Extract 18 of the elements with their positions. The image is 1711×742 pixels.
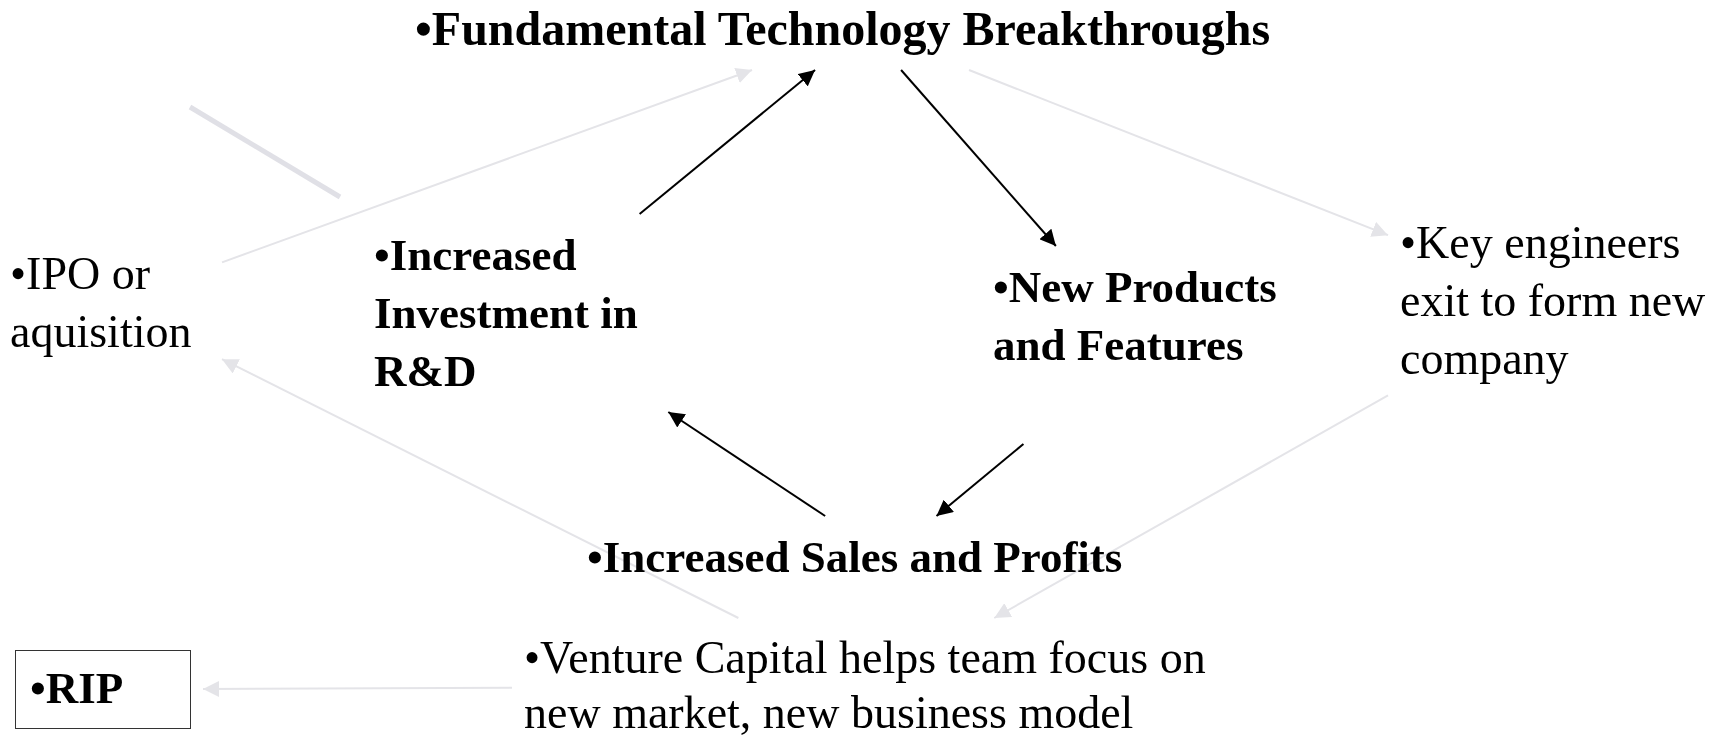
box-label: •RIP (30, 662, 125, 715)
arrow (993, 394, 1389, 619)
node-label: •Increased Sales and Profits (587, 531, 1124, 584)
rip-box (15, 650, 191, 729)
node-label: •Key engineers exit to form new company (1400, 216, 1707, 386)
arrow (667, 411, 827, 517)
arrow (221, 67, 754, 264)
arrow (221, 358, 740, 619)
node-label: •IPO or aquisition (10, 247, 193, 359)
arrow (968, 69, 1389, 237)
arrow (638, 69, 817, 215)
node-label: •Increased Investment in R&D (374, 229, 639, 398)
node-label: •Fundamental Technology Breakthroughs (415, 1, 1272, 57)
arrow (935, 443, 1025, 517)
arrow (202, 680, 513, 697)
node-label: •New Products and Features (993, 261, 1278, 372)
node-label: •Venture Capital helps team focus on new market, new business model (524, 631, 1207, 740)
arrow (900, 69, 1057, 247)
